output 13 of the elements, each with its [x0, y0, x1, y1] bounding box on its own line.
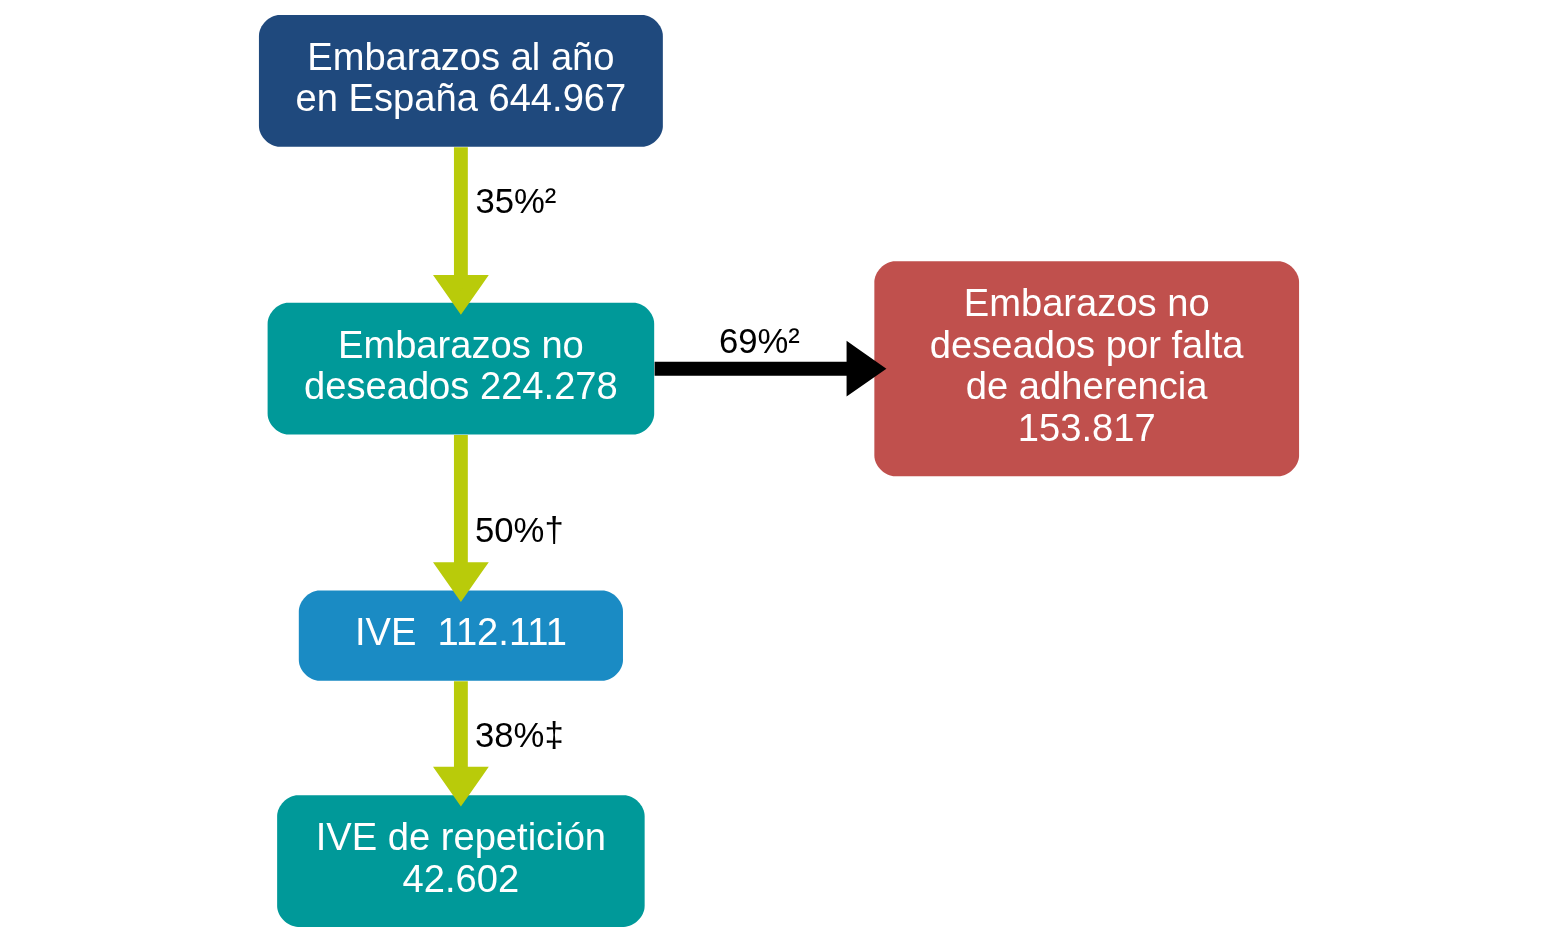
edge-label: 35%²: [475, 181, 557, 220]
arrow: [433, 681, 489, 807]
edge-label: 38%‡: [475, 715, 564, 754]
node-box: IVE 112.111: [298, 590, 623, 681]
edge-label: 69%²: [718, 322, 800, 361]
node-box: Embarazos no deseados 224.278: [267, 302, 655, 435]
node-box: Embarazos al año en España 644.967: [258, 15, 663, 147]
arrow: [433, 147, 489, 315]
edge-label: 50%†: [475, 511, 564, 550]
node-box: IVE de repetición 42.602: [277, 795, 645, 927]
node-box: Embarazos no deseados por falta de adherencia 153.817: [874, 261, 1300, 477]
arrow: [654, 340, 887, 397]
arrow: [433, 434, 489, 603]
